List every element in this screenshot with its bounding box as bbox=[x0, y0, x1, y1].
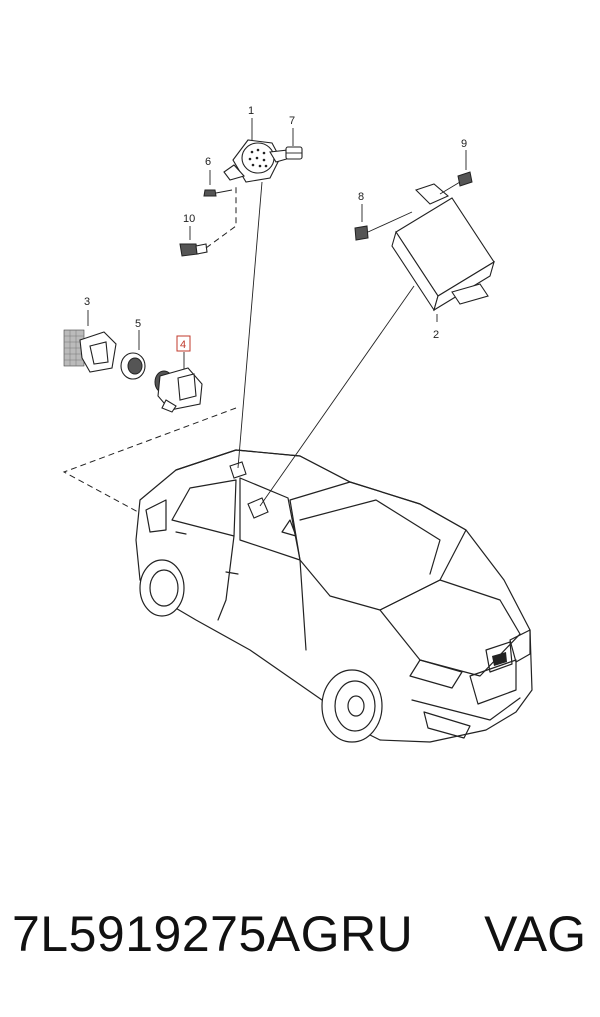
part-5-ring bbox=[120, 330, 146, 380]
callout-9: 9 bbox=[461, 138, 467, 150]
callout-4: 4 bbox=[180, 339, 186, 351]
callout-2: 2 bbox=[433, 329, 439, 341]
callout-3: 3 bbox=[84, 296, 90, 308]
part-number: 7L5919275AGRU bbox=[12, 906, 414, 962]
callout-5: 5 bbox=[135, 318, 141, 330]
part-4-sensor bbox=[154, 335, 203, 413]
car-illustration bbox=[135, 449, 533, 743]
part-3-bracket bbox=[63, 310, 117, 373]
callout-1: 1 bbox=[248, 105, 254, 117]
parts-diagram: 1 7 6 10 2 8 9 3 bbox=[62, 105, 533, 743]
brand-label: VAG bbox=[484, 906, 586, 962]
part-1-siren bbox=[179, 118, 303, 257]
part-2-control-unit bbox=[354, 150, 495, 322]
callout-7: 7 bbox=[289, 115, 295, 127]
callout-8: 8 bbox=[358, 191, 364, 203]
callout-6: 6 bbox=[205, 156, 211, 168]
callout-10: 10 bbox=[183, 213, 195, 225]
